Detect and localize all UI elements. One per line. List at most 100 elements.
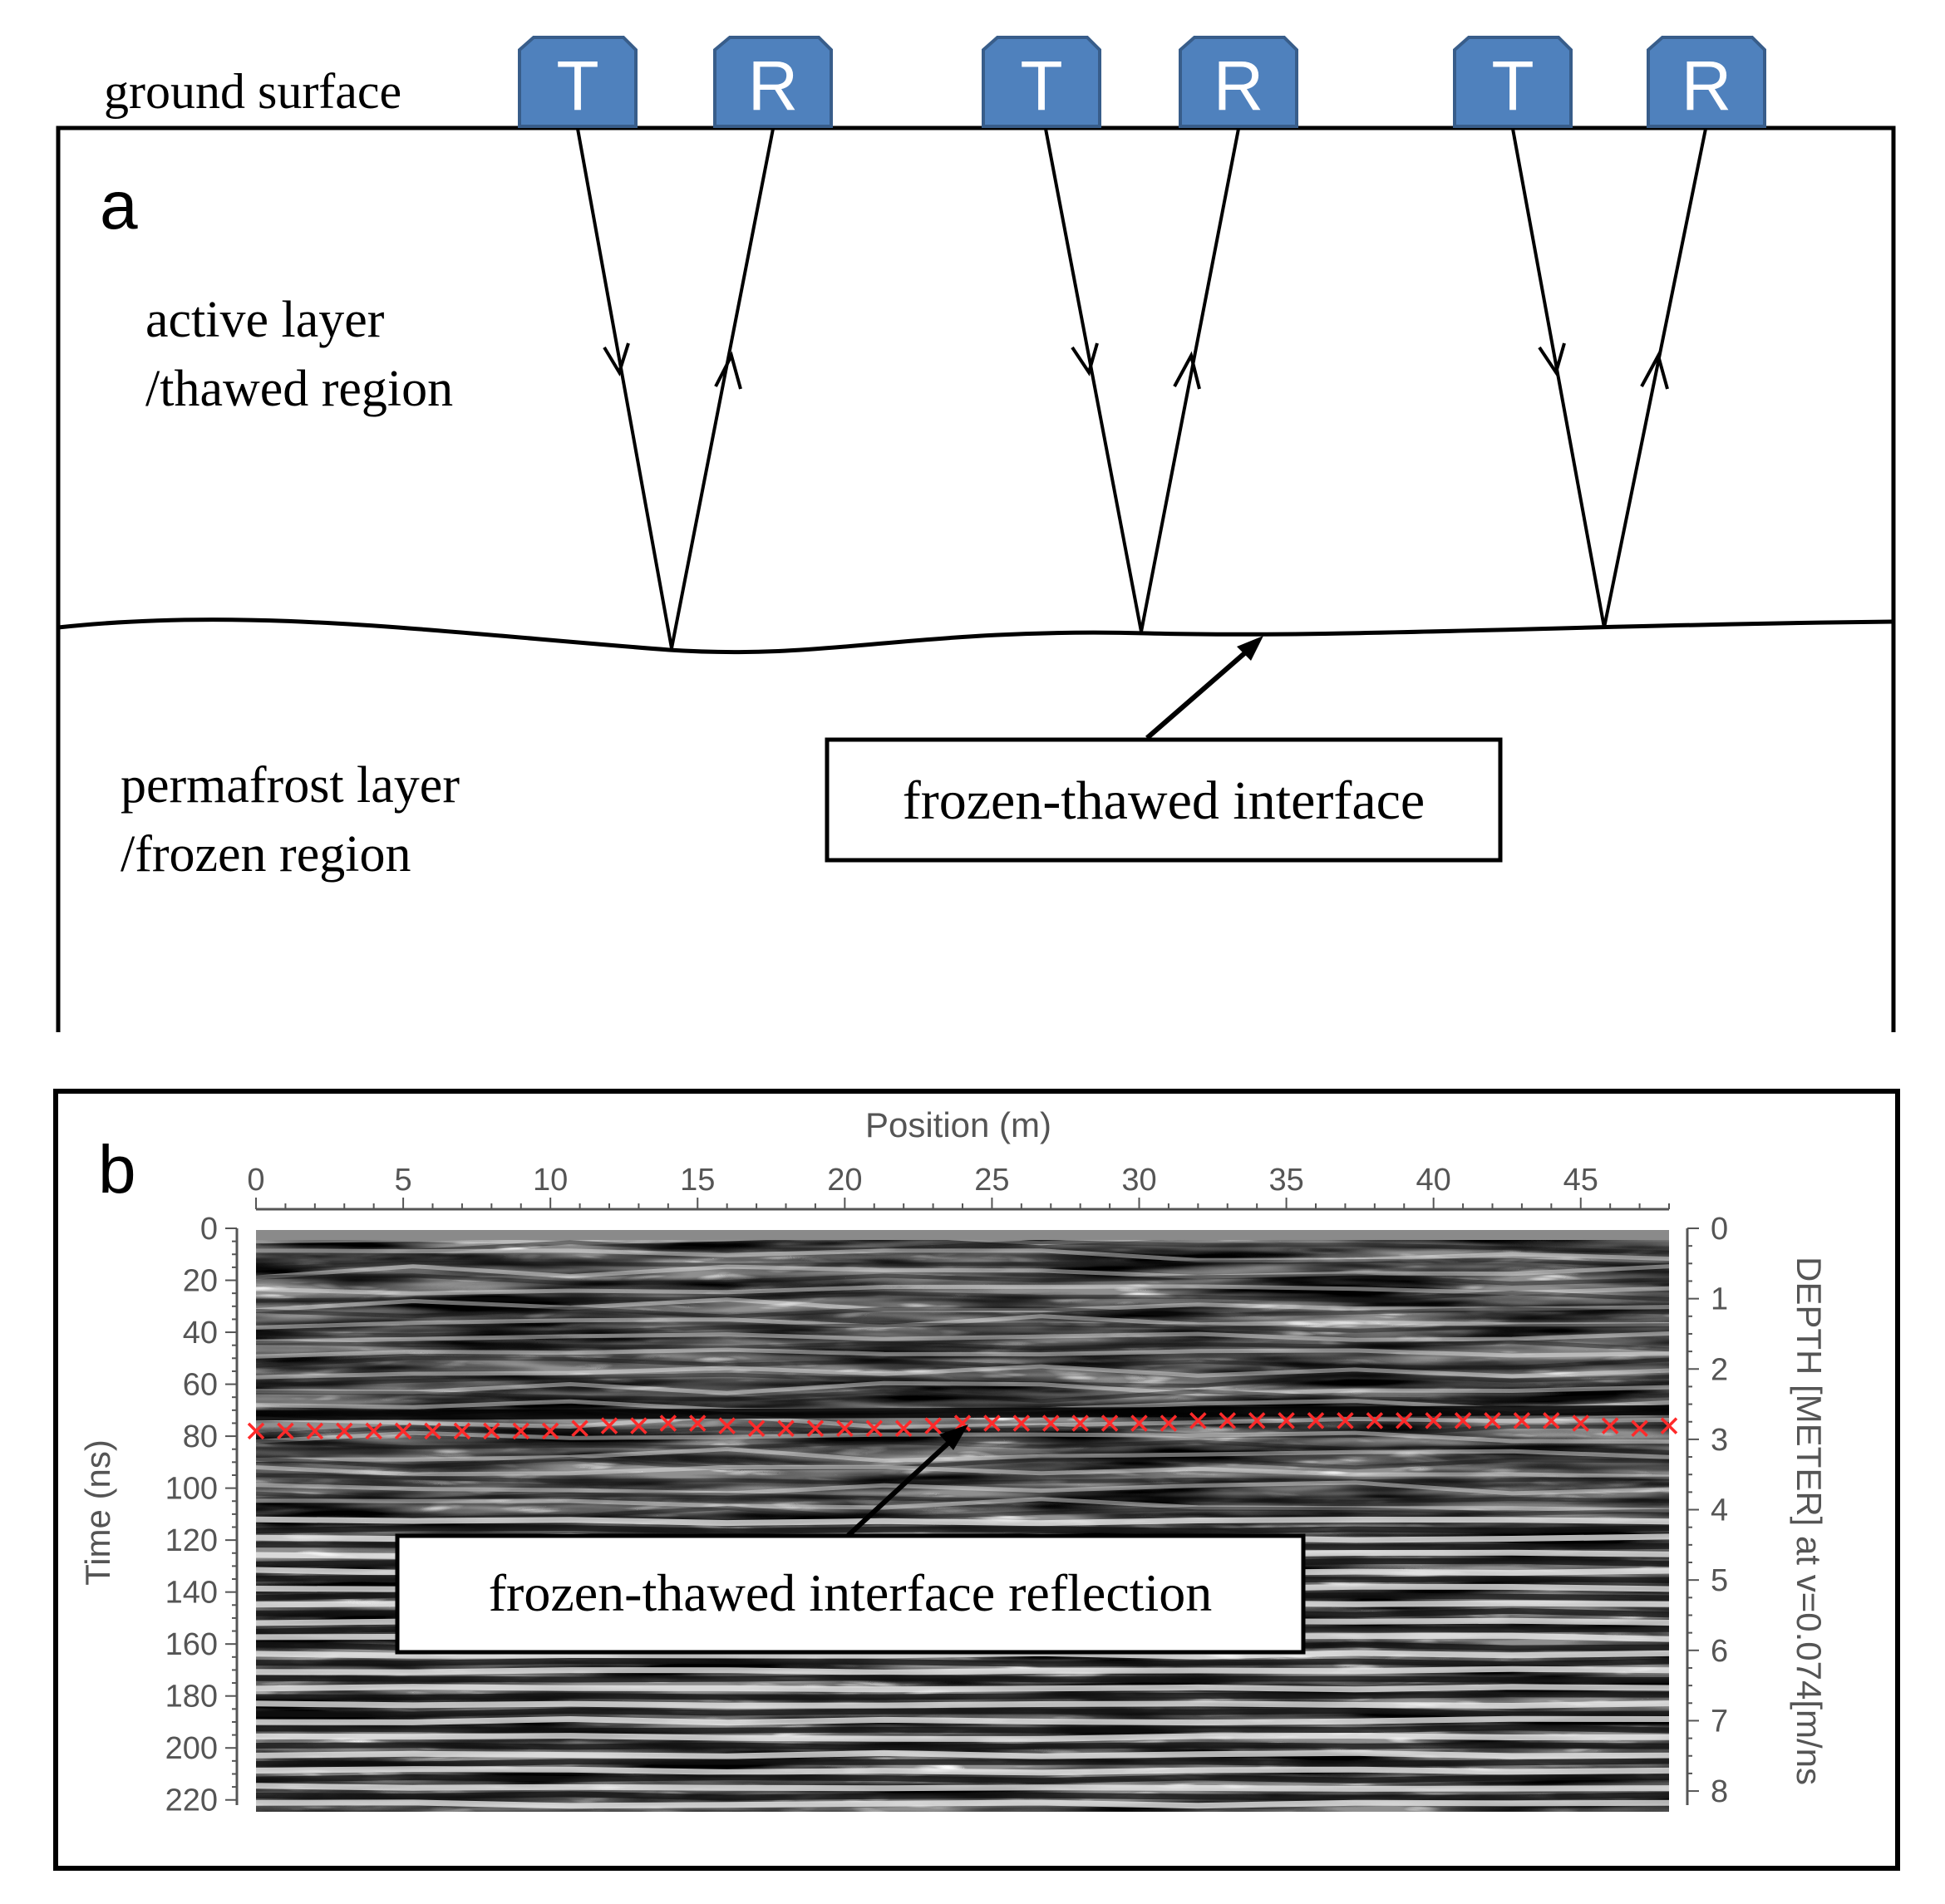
ray-paths <box>576 128 1707 649</box>
x-tick-label: 40 <box>1416 1163 1451 1198</box>
interface-pick-marker <box>1572 1414 1589 1432</box>
reflection-band <box>256 1389 1669 1404</box>
reflection-band <box>256 1372 1669 1389</box>
reflection-label-box <box>395 1533 1306 1655</box>
y2-tick-label: 1 <box>1711 1282 1728 1317</box>
receiver-antenna: R <box>713 36 833 128</box>
interface-pick-marker <box>1366 1412 1384 1429</box>
radargram <box>256 1230 1669 1812</box>
reflection-bands <box>256 1231 1669 1809</box>
interface-pick-marker <box>630 1417 648 1434</box>
interface-label: frozen-thawed interface <box>903 770 1425 831</box>
reflection-band <box>256 1456 1669 1471</box>
frozen-thawed-interface-line <box>57 617 1894 655</box>
interface-pick-marker <box>924 1417 942 1434</box>
x-tick-label: 25 <box>974 1163 1009 1198</box>
y-tick-label: 20 <box>183 1264 218 1299</box>
reflection-band <box>256 1248 1669 1262</box>
reflection-band <box>256 1783 1669 1792</box>
x-tick-label: 20 <box>827 1163 862 1198</box>
receiver-antenna: R <box>1179 36 1298 128</box>
x-tick-label: 10 <box>533 1163 568 1198</box>
reflection-band <box>256 1742 1669 1751</box>
reflection-band <box>256 1439 1669 1454</box>
reflection-band <box>256 1657 1669 1668</box>
antenna-pair-3: T R <box>1453 36 1766 128</box>
reflection-band <box>256 1758 1669 1768</box>
y2-tick-label: 6 <box>1711 1634 1728 1669</box>
y-tick-label: 100 <box>165 1472 218 1507</box>
reflection-band <box>256 1700 1669 1710</box>
interface-pick-marker <box>894 1419 913 1437</box>
y2-tick-label: 8 <box>1711 1774 1728 1809</box>
reflection-band <box>256 1691 1669 1701</box>
interface-pick-marker <box>777 1419 795 1437</box>
reflection-band <box>256 1707 1669 1718</box>
reflection-callout: frozen-thawed interface reflection <box>395 1424 1306 1655</box>
y2-tick-label: 3 <box>1711 1423 1728 1458</box>
reflection-band <box>256 1447 1669 1464</box>
x-tick-label: 15 <box>680 1163 715 1198</box>
interface-pick-marker <box>1601 1417 1619 1434</box>
y2-tick-label: 5 <box>1711 1563 1728 1598</box>
y2-tick-label: 7 <box>1711 1704 1728 1739</box>
svg-text:T: T <box>1491 47 1534 125</box>
y-tick-label: 160 <box>165 1627 218 1662</box>
y2-axis-title: DEPTH [METER] at v=0.074[m/ns <box>1790 1257 1829 1785</box>
antenna-pair-1: T R <box>518 36 833 128</box>
interface-pick-marker <box>1425 1412 1442 1429</box>
reflection-band <box>256 1273 1669 1286</box>
reflection-band <box>256 1264 1669 1280</box>
svg-text:R: R <box>1214 47 1264 125</box>
interface-pick-marker <box>1513 1412 1531 1429</box>
interface-label-box <box>825 737 1503 863</box>
transmitter-antenna: T <box>1453 36 1573 128</box>
interface-pick-marker <box>689 1414 707 1432</box>
interface-pick-marker <box>1631 1419 1648 1437</box>
interface-pick-marker <box>541 1422 559 1440</box>
reflection-band <box>256 1505 1669 1521</box>
interface-pick-marker <box>1396 1412 1413 1429</box>
reflection-band <box>256 1355 1669 1370</box>
reflection-band <box>256 1491 1669 1504</box>
reflection-band <box>256 1239 1669 1255</box>
interface-pick-marker <box>512 1422 529 1440</box>
ground-box <box>56 125 1896 1032</box>
transmitter-antenna: T <box>982 36 1101 128</box>
interface-pick-marker <box>247 1422 265 1440</box>
interface-pick-marker <box>394 1422 412 1440</box>
reflection-band <box>256 1715 1669 1726</box>
panel-a: a ground surface active layer /thawed re… <box>56 36 1896 1032</box>
y-tick-label: 200 <box>165 1731 218 1766</box>
y2-tick-label: 0 <box>1711 1212 1728 1247</box>
y-tick-label: 180 <box>165 1680 218 1715</box>
y-tick-label: 40 <box>183 1316 218 1351</box>
x-tick-label: 35 <box>1268 1163 1303 1198</box>
reflection-band <box>256 1340 1669 1352</box>
reflection-band <box>256 1430 1669 1444</box>
y2-tick-label: 4 <box>1711 1493 1728 1528</box>
interface-pick-marker <box>336 1422 353 1440</box>
reflection-band <box>256 1650 1669 1660</box>
x-tick-label: 0 <box>247 1163 264 1198</box>
interface-pick-marker <box>600 1417 618 1434</box>
y-tick-label: 60 <box>183 1368 218 1403</box>
interface-pick-marker <box>1484 1412 1501 1429</box>
reflection-band <box>256 1516 1669 1527</box>
y-tick-label: 120 <box>165 1523 218 1558</box>
permafrost-label-line1: permafrost layer <box>121 757 460 814</box>
reflection-band <box>256 1322 1669 1338</box>
svg-text:T: T <box>1020 47 1062 125</box>
x-tick-label: 30 <box>1121 1163 1156 1198</box>
reflection-label: frozen-thawed interface reflection <box>489 1563 1213 1622</box>
reflection-band <box>256 1674 1669 1683</box>
panel-a-letter: a <box>100 168 138 244</box>
interface-pick-marker <box>1189 1412 1207 1429</box>
y-tick-label: 140 <box>165 1576 218 1611</box>
interface-pick-marker <box>1071 1414 1089 1432</box>
svg-text:R: R <box>1682 47 1732 125</box>
interface-pick-marker <box>1337 1412 1354 1429</box>
interface-pick-marker <box>277 1422 294 1440</box>
